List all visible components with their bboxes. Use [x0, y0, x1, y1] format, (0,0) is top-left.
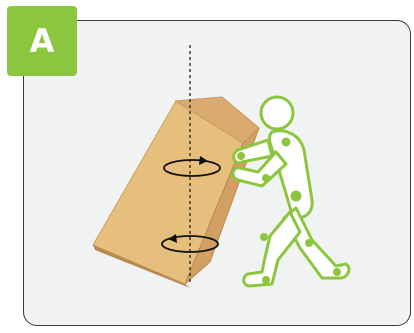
joint-dot — [282, 138, 291, 147]
joint-dot — [305, 239, 313, 247]
person-leg-front — [244, 212, 300, 286]
person-head — [261, 97, 293, 129]
joint-dot — [262, 276, 270, 284]
joint-dot — [260, 233, 268, 241]
joint-dot — [333, 268, 341, 276]
joint-dot — [237, 152, 245, 160]
tilted-box — [93, 97, 259, 288]
joint-dot — [291, 191, 302, 202]
joint-dot — [262, 174, 270, 182]
